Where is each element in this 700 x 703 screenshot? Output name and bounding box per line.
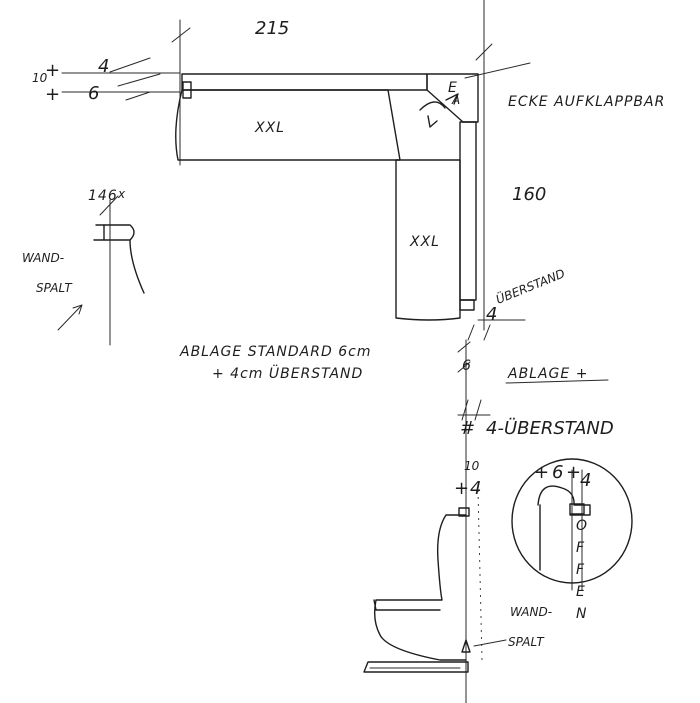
uberstand-mid-label: 4-ÜBERSTAND <box>486 417 614 439</box>
top-right-diagonal <box>464 62 531 79</box>
end-marker <box>182 81 192 99</box>
wandspalt-left-2: SPALT <box>36 281 73 295</box>
dim-6-mid-label: 6 <box>462 358 472 374</box>
armrest-side <box>129 239 145 294</box>
sofa-top-view <box>175 73 479 321</box>
underline <box>505 379 609 384</box>
arrow-icon <box>57 304 83 331</box>
seat-horizontal <box>175 89 401 161</box>
uberstand-label: ÜBERSTAND <box>493 265 567 307</box>
dim-146-label: 146 <box>88 188 118 204</box>
detail-cap <box>569 503 585 515</box>
tick-mark <box>475 43 493 61</box>
arrow-head-icon <box>445 93 459 105</box>
gap-dotted-line <box>477 489 483 661</box>
triangle-marker-icon <box>461 639 471 653</box>
tick-mark <box>457 341 471 353</box>
seat-edge <box>373 599 441 611</box>
backrest-top <box>181 73 428 91</box>
xxl-horizontal-label: XXL <box>254 120 285 136</box>
xxl-vertical-label: XXL <box>409 234 440 250</box>
left-wall-detail <box>57 224 145 331</box>
offen-letter: F <box>576 540 585 556</box>
dim-10-label: 10 <box>32 71 48 85</box>
side-section <box>363 489 483 673</box>
tick-mark <box>461 399 469 421</box>
dim-160-label: 160 <box>512 184 546 205</box>
plus-mark: + <box>566 462 581 483</box>
corner-note-label: ECKE AUFKLAPPBAR <box>508 94 665 110</box>
x-mark: x <box>117 187 126 201</box>
detail-circle <box>511 458 633 591</box>
dim-215-label: 215 <box>255 18 289 39</box>
offen-letter: E <box>576 584 586 600</box>
tick-mark <box>171 27 191 43</box>
ablage-note-2: + 4cm ÜBERSTAND <box>212 364 363 382</box>
hash-mark: # <box>460 418 475 439</box>
arrow-line <box>473 639 507 647</box>
dim-6-top-label: 6 <box>88 83 99 104</box>
tick-mark <box>467 324 475 341</box>
offen-letter: F <box>576 562 585 578</box>
dim-10-sec-label: 10 <box>464 459 480 473</box>
armrest-detail <box>537 485 591 516</box>
ablage-note-1: ABLAGE STANDARD 6cm <box>179 344 371 360</box>
seat-profile <box>373 514 467 661</box>
ablage-plus-label: ABLAGE + <box>507 366 588 382</box>
tick-mark <box>125 91 151 101</box>
plus-mark: + <box>45 60 60 81</box>
wandspalt-bottom-1: WAND- <box>510 605 552 619</box>
tick-mark <box>457 361 471 373</box>
plus-mark: + <box>45 84 60 105</box>
dim-4-detail-label: 4 <box>580 470 591 491</box>
corner-code-a-label: A <box>451 93 460 107</box>
backrest-right <box>459 121 477 301</box>
offen-letter: O <box>576 518 588 534</box>
plus-mark: + <box>534 462 549 483</box>
offen-letter: N <box>576 606 587 622</box>
backrest-cap <box>458 507 470 517</box>
armrest-top <box>93 224 135 241</box>
tick-mark <box>483 324 491 341</box>
labels: 215 10 + + 4 6 E A ECKE AUFKLAPPBAR XXL … <box>22 18 665 649</box>
wandspalt-bottom-2: SPALT <box>508 635 545 649</box>
fold-arrow-icon <box>419 101 446 111</box>
reference-lines <box>61 0 609 703</box>
seat-vertical <box>395 159 461 321</box>
arrow-head-icon <box>427 115 438 128</box>
dim-4-uberstand-label: 4 <box>486 304 497 325</box>
tick-mark <box>99 195 119 216</box>
base-plate <box>363 661 469 673</box>
backrest-end <box>459 299 475 311</box>
tick-mark <box>474 399 482 421</box>
corner-code-label: E <box>448 80 458 96</box>
plus-mark: + <box>454 478 469 499</box>
wandspalt-left-1: WAND- <box>22 251 64 265</box>
dim-4-sec-label: 4 <box>470 478 481 499</box>
dim-4-top-label: 4 <box>98 56 109 77</box>
dim-6-detail-label: 6 <box>552 462 563 483</box>
tick-mark <box>109 57 151 73</box>
tick-mark <box>117 73 161 87</box>
